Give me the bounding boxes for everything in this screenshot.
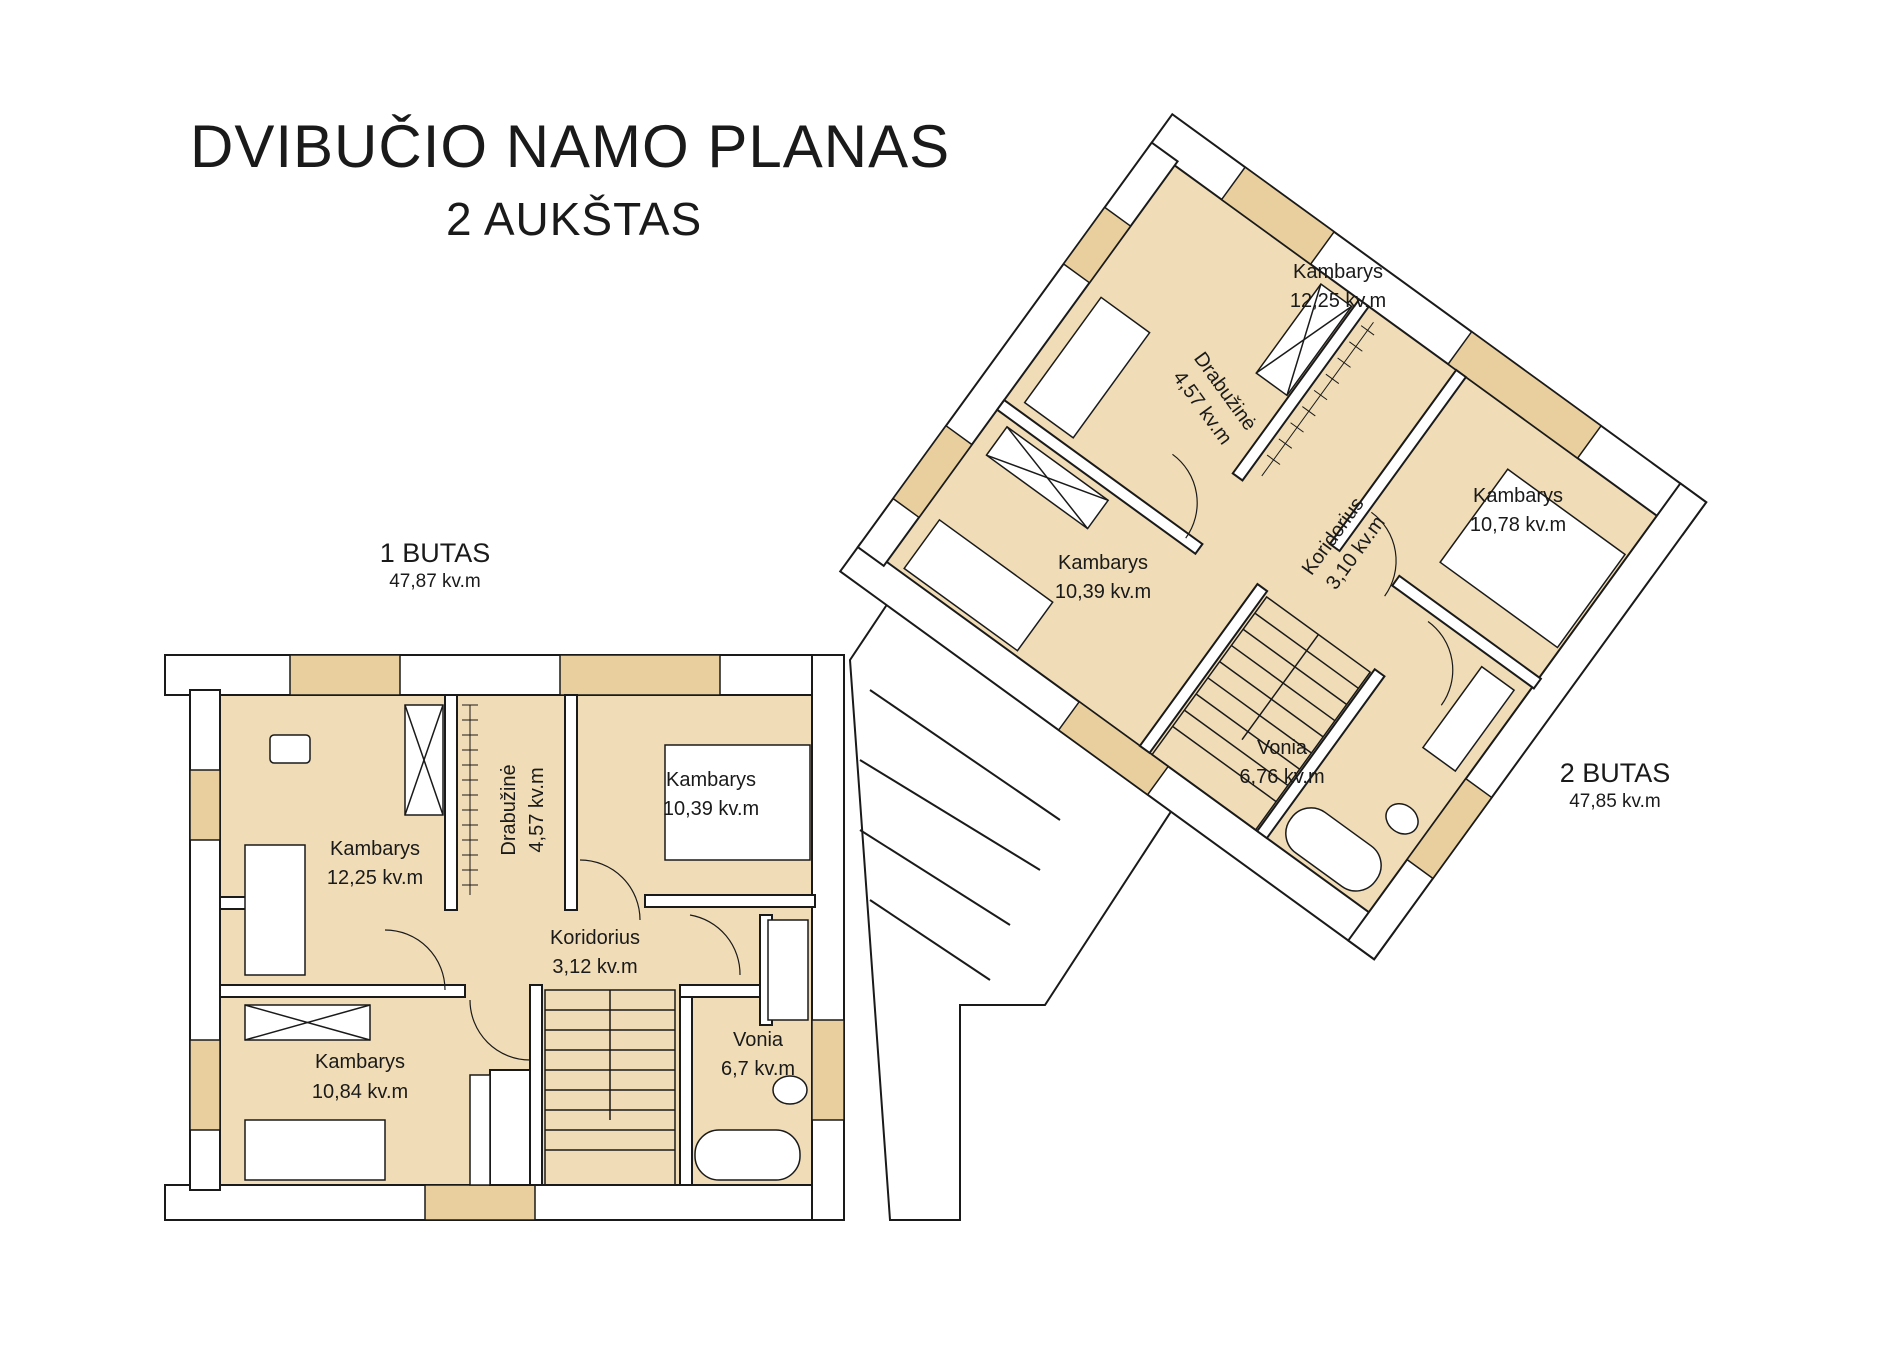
desk: [469, 1074, 491, 1186]
room-name: Kambarys: [1058, 552, 1148, 574]
room-area: 10,39 kv.m: [663, 798, 759, 820]
sink-counter: [1421, 665, 1516, 773]
door-swing: [384, 929, 446, 991]
door-swing: [579, 859, 641, 921]
interior-wall: [219, 984, 466, 998]
interior-wall: [1390, 574, 1543, 690]
interior-wall: [489, 1069, 531, 1186]
room-area: 12,25 kv.m: [1290, 290, 1386, 312]
interior-wall: [1138, 582, 1269, 755]
room-area: 6,76 kv.m: [1239, 766, 1324, 788]
unit-1-area: 47,87 kv.m: [389, 571, 481, 592]
window: [189, 769, 221, 841]
interior-wall: [444, 694, 458, 911]
bed: [903, 518, 1054, 652]
room-name: Koridorius: [550, 927, 640, 949]
interior-wall: [995, 398, 1204, 556]
wardrobe-rail: [1261, 321, 1374, 477]
bed: [664, 744, 811, 861]
unit-1-wall-top: [164, 654, 826, 696]
window: [1062, 206, 1132, 284]
window: [1447, 330, 1603, 460]
bed: [1023, 296, 1151, 439]
door-swing: [689, 914, 741, 976]
interior-wall: [1255, 667, 1386, 840]
toilet: [772, 1075, 808, 1105]
room-name: Kambarys: [330, 838, 420, 860]
window: [559, 654, 721, 696]
window: [1220, 166, 1336, 266]
unit-1-label: 1 BUTAS 47,87 kv.m: [350, 538, 520, 593]
window: [289, 654, 401, 696]
room-name: Vonia: [1257, 737, 1308, 759]
sink-counter: [767, 919, 809, 1021]
interior-wall: [564, 694, 578, 911]
unit-1-name: 1 BUTAS: [379, 538, 491, 568]
room-area: 10,78 kv.m: [1470, 514, 1566, 536]
interior-wall: [679, 984, 693, 1186]
interior-wall: [529, 984, 543, 1186]
room-area: 12,25 kv.m: [327, 867, 423, 889]
window: [1405, 777, 1493, 880]
window: [1057, 700, 1170, 796]
bed: [244, 1119, 386, 1181]
window: [811, 1019, 845, 1121]
stairs: [1150, 595, 1372, 831]
stairs: [544, 989, 676, 1186]
door-swing: [469, 999, 531, 1061]
room-name: Kambarys: [666, 769, 756, 791]
room-name: Vonia: [733, 1029, 784, 1051]
page-title: DVIBUČIO NAMO PLANAS: [190, 113, 951, 180]
desk-chair: [269, 734, 311, 764]
room-area: 10,39 kv.m: [1055, 581, 1151, 603]
room-area: 10,84 kv.m: [312, 1081, 408, 1103]
unit-1-plan: Kambarys 12,25 kv.m Drabužinė 4,57 kv.m …: [164, 654, 845, 1221]
bathtub: [1285, 807, 1382, 892]
unit-2-label: 2 BUTAS 47,85 kv.m: [1530, 758, 1700, 813]
door-swing: [1427, 620, 1454, 706]
unit-1-wall-right: [811, 654, 845, 1221]
interior-wall: [679, 984, 761, 998]
room-name: Drabužinė: [498, 764, 520, 855]
window: [189, 1039, 221, 1131]
toilet: [1385, 803, 1419, 835]
room-name: Kambarys: [1293, 261, 1383, 283]
room-area: 6,7 kv.m: [721, 1058, 795, 1080]
window: [892, 424, 973, 519]
door-swing: [1172, 453, 1198, 539]
room-name: Kambarys: [1473, 485, 1563, 507]
interior-wall: [1231, 298, 1371, 482]
interior-wall: [644, 894, 816, 908]
interior-wall: [1328, 368, 1468, 553]
unit-2-plan: [838, 112, 1708, 961]
unit-2-name: 2 BUTAS: [1559, 758, 1671, 788]
room-area: 4,57 kv.m: [526, 767, 548, 852]
door-swing: [1371, 511, 1397, 597]
unit-2-area: 47,85 kv.m: [1569, 791, 1661, 812]
bathtub: [694, 1129, 801, 1181]
window: [424, 1184, 536, 1221]
room-area: 3,12 kv.m: [552, 956, 637, 978]
page-subtitle: 2 AUKŠTAS: [446, 193, 703, 245]
room-name: Kambarys: [315, 1051, 405, 1073]
bed: [1439, 468, 1627, 649]
bed: [244, 844, 306, 976]
